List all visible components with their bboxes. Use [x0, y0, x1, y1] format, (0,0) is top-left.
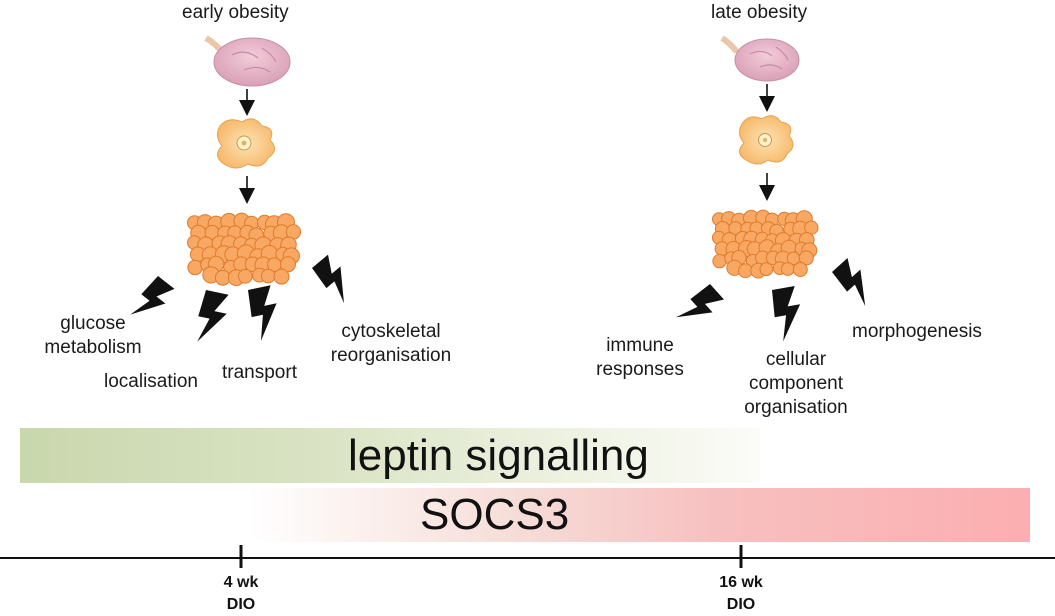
label-localisation: localisation [104, 371, 198, 392]
leptin-signalling-bar [20, 428, 760, 483]
adipocyte-cell [187, 259, 203, 276]
label-cellular-component-organisation: cellular component organisation [731, 348, 861, 420]
early-hypothalamic-cell-icon [216, 118, 275, 169]
label-glucose-metabolism: glucose metabolism [38, 312, 148, 360]
leptin-signalling-label: leptin signalling [348, 431, 649, 480]
tick-label-line: 4 wk [223, 574, 259, 591]
timeline-label-4wk: 4 wk DIO [201, 572, 281, 616]
label-line: metabolism [44, 337, 142, 358]
adipocyte-cell [738, 263, 753, 279]
adipocyte-cell [712, 253, 727, 269]
label-cytoskeletal-reorganisation: cytoskeletal reorganisation [318, 320, 464, 368]
lightning-bolt-icon [769, 285, 806, 343]
late-hypothalamic-cell-icon [738, 115, 794, 165]
late-brain-icon [720, 35, 800, 82]
label-line: glucose [60, 313, 126, 334]
label-line: reorganisation [330, 345, 452, 366]
adipocyte-cell [273, 268, 290, 285]
adipocyte-cell [792, 262, 808, 277]
lightning-bolt-icon [193, 289, 231, 347]
tick-label-line: DIO [226, 596, 256, 613]
label-line: component [748, 373, 843, 394]
timeline-label-16wk: 16 wk DIO [701, 572, 781, 616]
adipocyte-cell [280, 256, 296, 273]
adipocyte-cell [260, 268, 276, 284]
label-morphogenesis: morphogenesis [852, 321, 982, 342]
late-obesity-title: late obesity [711, 2, 808, 23]
label-line: cytoskeletal [341, 321, 441, 342]
late-adipocyte-cluster-icon [711, 209, 819, 279]
label-transport: transport [222, 362, 297, 383]
socs3-bar [248, 488, 1030, 542]
lightning-bolt-icon [830, 256, 881, 309]
label-line: immune [606, 335, 674, 356]
early-adipocyte-cluster-icon [187, 212, 302, 287]
lightning-bolt-icon [310, 253, 360, 306]
label-line: organisation [744, 397, 848, 418]
tick-label-line: 16 wk [719, 574, 763, 591]
tick-label-line: DIO [726, 596, 756, 613]
adipocyte-cell [780, 262, 795, 276]
socs3-label: SOCS3 [420, 490, 570, 539]
adipocyte-cell [759, 262, 774, 277]
adipocyte-cell [798, 250, 814, 266]
lightning-bolt-icon [245, 284, 284, 342]
label-immune-responses: immune responses [585, 334, 695, 382]
early-brain-icon [204, 35, 291, 87]
label-line: cellular [765, 349, 827, 370]
early-obesity-title: early obesity [182, 2, 289, 23]
lightning-bolt-icon [673, 282, 726, 333]
label-line: responses [596, 359, 684, 380]
adipocyte-cell [237, 268, 253, 284]
